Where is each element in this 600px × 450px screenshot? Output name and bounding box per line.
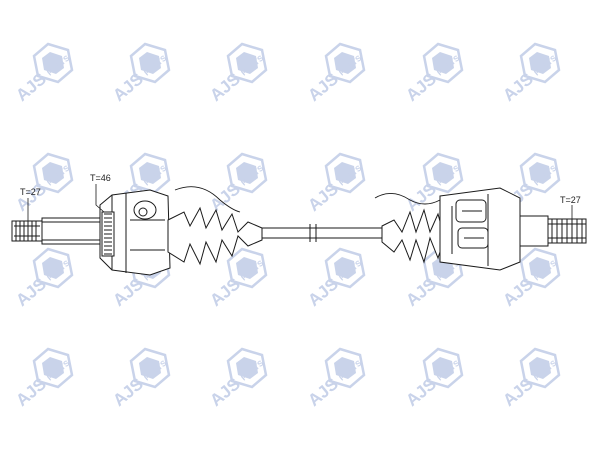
label-right-outer-teeth: T=27 bbox=[560, 195, 581, 205]
left-spline-stub bbox=[11, 217, 101, 245]
center-shaft bbox=[261, 224, 383, 242]
left-cv-boot bbox=[167, 186, 263, 266]
leader-abs-ring bbox=[95, 184, 105, 213]
label-left-outer-teeth: T=27 bbox=[20, 187, 41, 197]
outer-cv-joint bbox=[99, 189, 171, 276]
label-abs-ring-teeth: T=46 bbox=[90, 173, 111, 183]
right-spline-stub bbox=[519, 215, 587, 247]
inner-tripod-joint bbox=[439, 187, 521, 271]
